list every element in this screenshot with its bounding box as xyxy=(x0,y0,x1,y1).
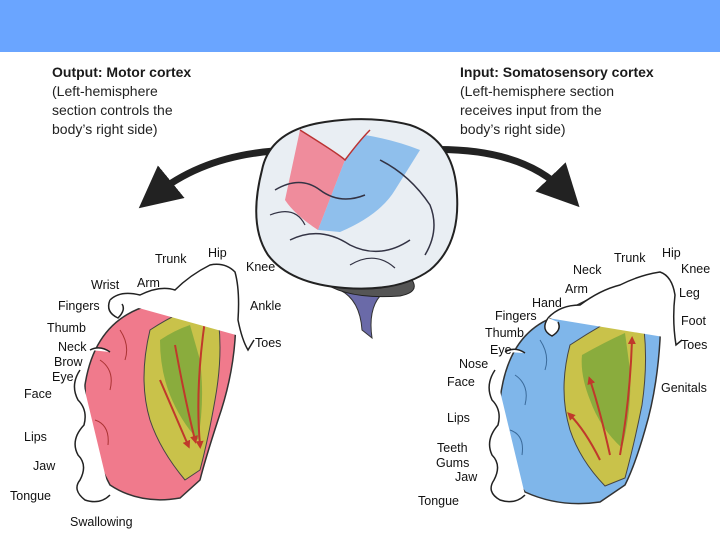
motor-desc-3: body’s right side) xyxy=(52,121,158,137)
sensory-label-nose: Nose xyxy=(459,357,489,371)
motor-label-neck: Neck xyxy=(58,340,87,354)
sensory-desc-3: body’s right side) xyxy=(460,121,566,137)
motor-heading: Output: Motor cortex xyxy=(52,64,192,80)
sensory-desc-2: receives input from the xyxy=(460,102,602,118)
sensory-label-foot: Foot xyxy=(681,314,707,328)
somatosensory-cortex-section xyxy=(498,279,661,505)
sensory-label-tongue: Tongue xyxy=(418,494,460,508)
sensory-heading: Input: Somatosensory cortex xyxy=(460,64,654,80)
sensory-label-hip: Hip xyxy=(662,246,681,260)
motor-label-fingers: Fingers xyxy=(58,299,100,313)
sensory-label-fingers: Fingers xyxy=(495,309,537,323)
motor-label-toes: Toes xyxy=(255,336,282,350)
sensory-homunculus xyxy=(488,271,683,503)
motor-desc-1: (Left-hemisphere xyxy=(52,83,158,99)
motor-label-trunk: Trunk xyxy=(155,252,187,266)
motor-label-hip: Hip xyxy=(208,246,227,260)
motor-label-thumb: Thumb xyxy=(47,321,86,335)
sensory-label-neck: Neck xyxy=(573,263,602,277)
motor-label-ankle: Ankle xyxy=(250,299,282,313)
brain-illustration xyxy=(255,118,459,340)
sensory-label-face: Face xyxy=(447,375,475,389)
sensory-label-gums: Gums xyxy=(436,456,470,470)
sensory-label-eye: Eye xyxy=(490,343,512,357)
sensory-label-hand: Hand xyxy=(532,296,562,310)
motor-label-face: Face xyxy=(24,387,52,401)
sensory-label-knee: Knee xyxy=(681,262,711,276)
motor-label-wrist: Wrist xyxy=(91,278,120,292)
motor-label-eye: Eye xyxy=(52,370,74,384)
motor-label-brow: Brow xyxy=(54,355,83,369)
sensory-label-thumb: Thumb xyxy=(485,326,524,340)
motor-label-knee: Knee xyxy=(246,260,276,274)
motor-label-lips: Lips xyxy=(24,430,47,444)
sensory-label-toes: Toes xyxy=(681,338,708,352)
motor-desc-2: section controls the xyxy=(52,102,173,118)
motor-label-jaw: Jaw xyxy=(33,459,56,473)
motor-label-swallowing: Swallowing xyxy=(70,515,133,529)
sensory-label-jaw: Jaw xyxy=(455,470,478,484)
top-banner xyxy=(0,0,720,52)
motor-label-arm: Arm xyxy=(137,276,160,290)
sensory-label-teeth: Teeth xyxy=(437,441,468,455)
motor-homunculus xyxy=(73,263,255,503)
sensory-label-genitals: Genitals xyxy=(661,381,707,395)
sensory-desc-1: (Left-hemisphere section xyxy=(460,83,615,99)
sensory-label-trunk: Trunk xyxy=(614,251,646,265)
motor-label-tongue: Tongue xyxy=(10,489,52,503)
sensory-label-lips: Lips xyxy=(447,411,470,425)
sensory-label-leg: Leg xyxy=(679,286,700,300)
sensory-label-arm: Arm xyxy=(565,282,588,296)
